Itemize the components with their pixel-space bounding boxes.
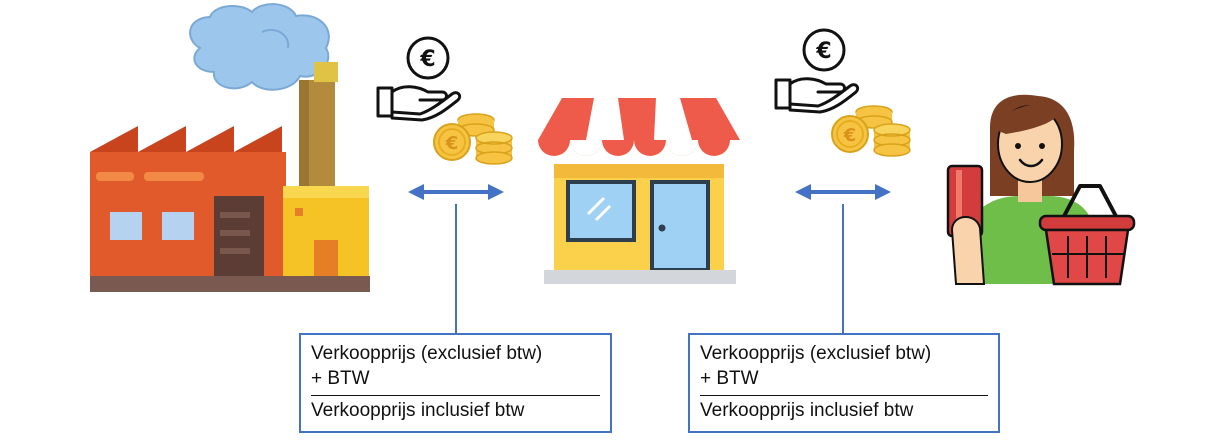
basket-icon: [1038, 184, 1136, 286]
euro-symbol-right: €: [815, 39, 831, 64]
coin-stack-icon: €: [433, 113, 513, 165]
vat-addition-label: + BTW: [311, 368, 370, 389]
factory-icon: [90, 3, 370, 292]
shop-icon: [538, 98, 740, 284]
hand-coin-icon-right: €: [774, 28, 860, 114]
price-breakdown-box-right: Verkoopprijs (exclusief btw) + BTW Verko…: [688, 333, 1000, 433]
shopper-icon: [946, 94, 1136, 286]
euro-symbol-left: €: [419, 47, 435, 72]
price-breakdown-box-left: Verkoopprijs (exclusief btw) + BTW Verko…: [299, 333, 612, 433]
smoke-cloud-icon: [189, 3, 330, 91]
coin-euro-right: €: [843, 125, 857, 146]
price-excl-vat-label: Verkoopprijs (exclusief btw): [700, 343, 932, 364]
vat-addition-label: + BTW: [700, 368, 759, 389]
connector-right: [795, 184, 891, 334]
price-incl-vat-label: Verkoopprijs inclusief btw: [700, 395, 988, 423]
coin-stack-icon-right: €: [831, 105, 911, 157]
hand-coin-icon: €: [376, 36, 462, 122]
connector-left: [408, 184, 504, 334]
coin-euro-left: €: [445, 133, 459, 154]
price-excl-vat-label: Verkoopprijs (exclusief btw): [311, 343, 543, 364]
price-incl-vat-label: Verkoopprijs inclusief btw: [311, 395, 600, 423]
